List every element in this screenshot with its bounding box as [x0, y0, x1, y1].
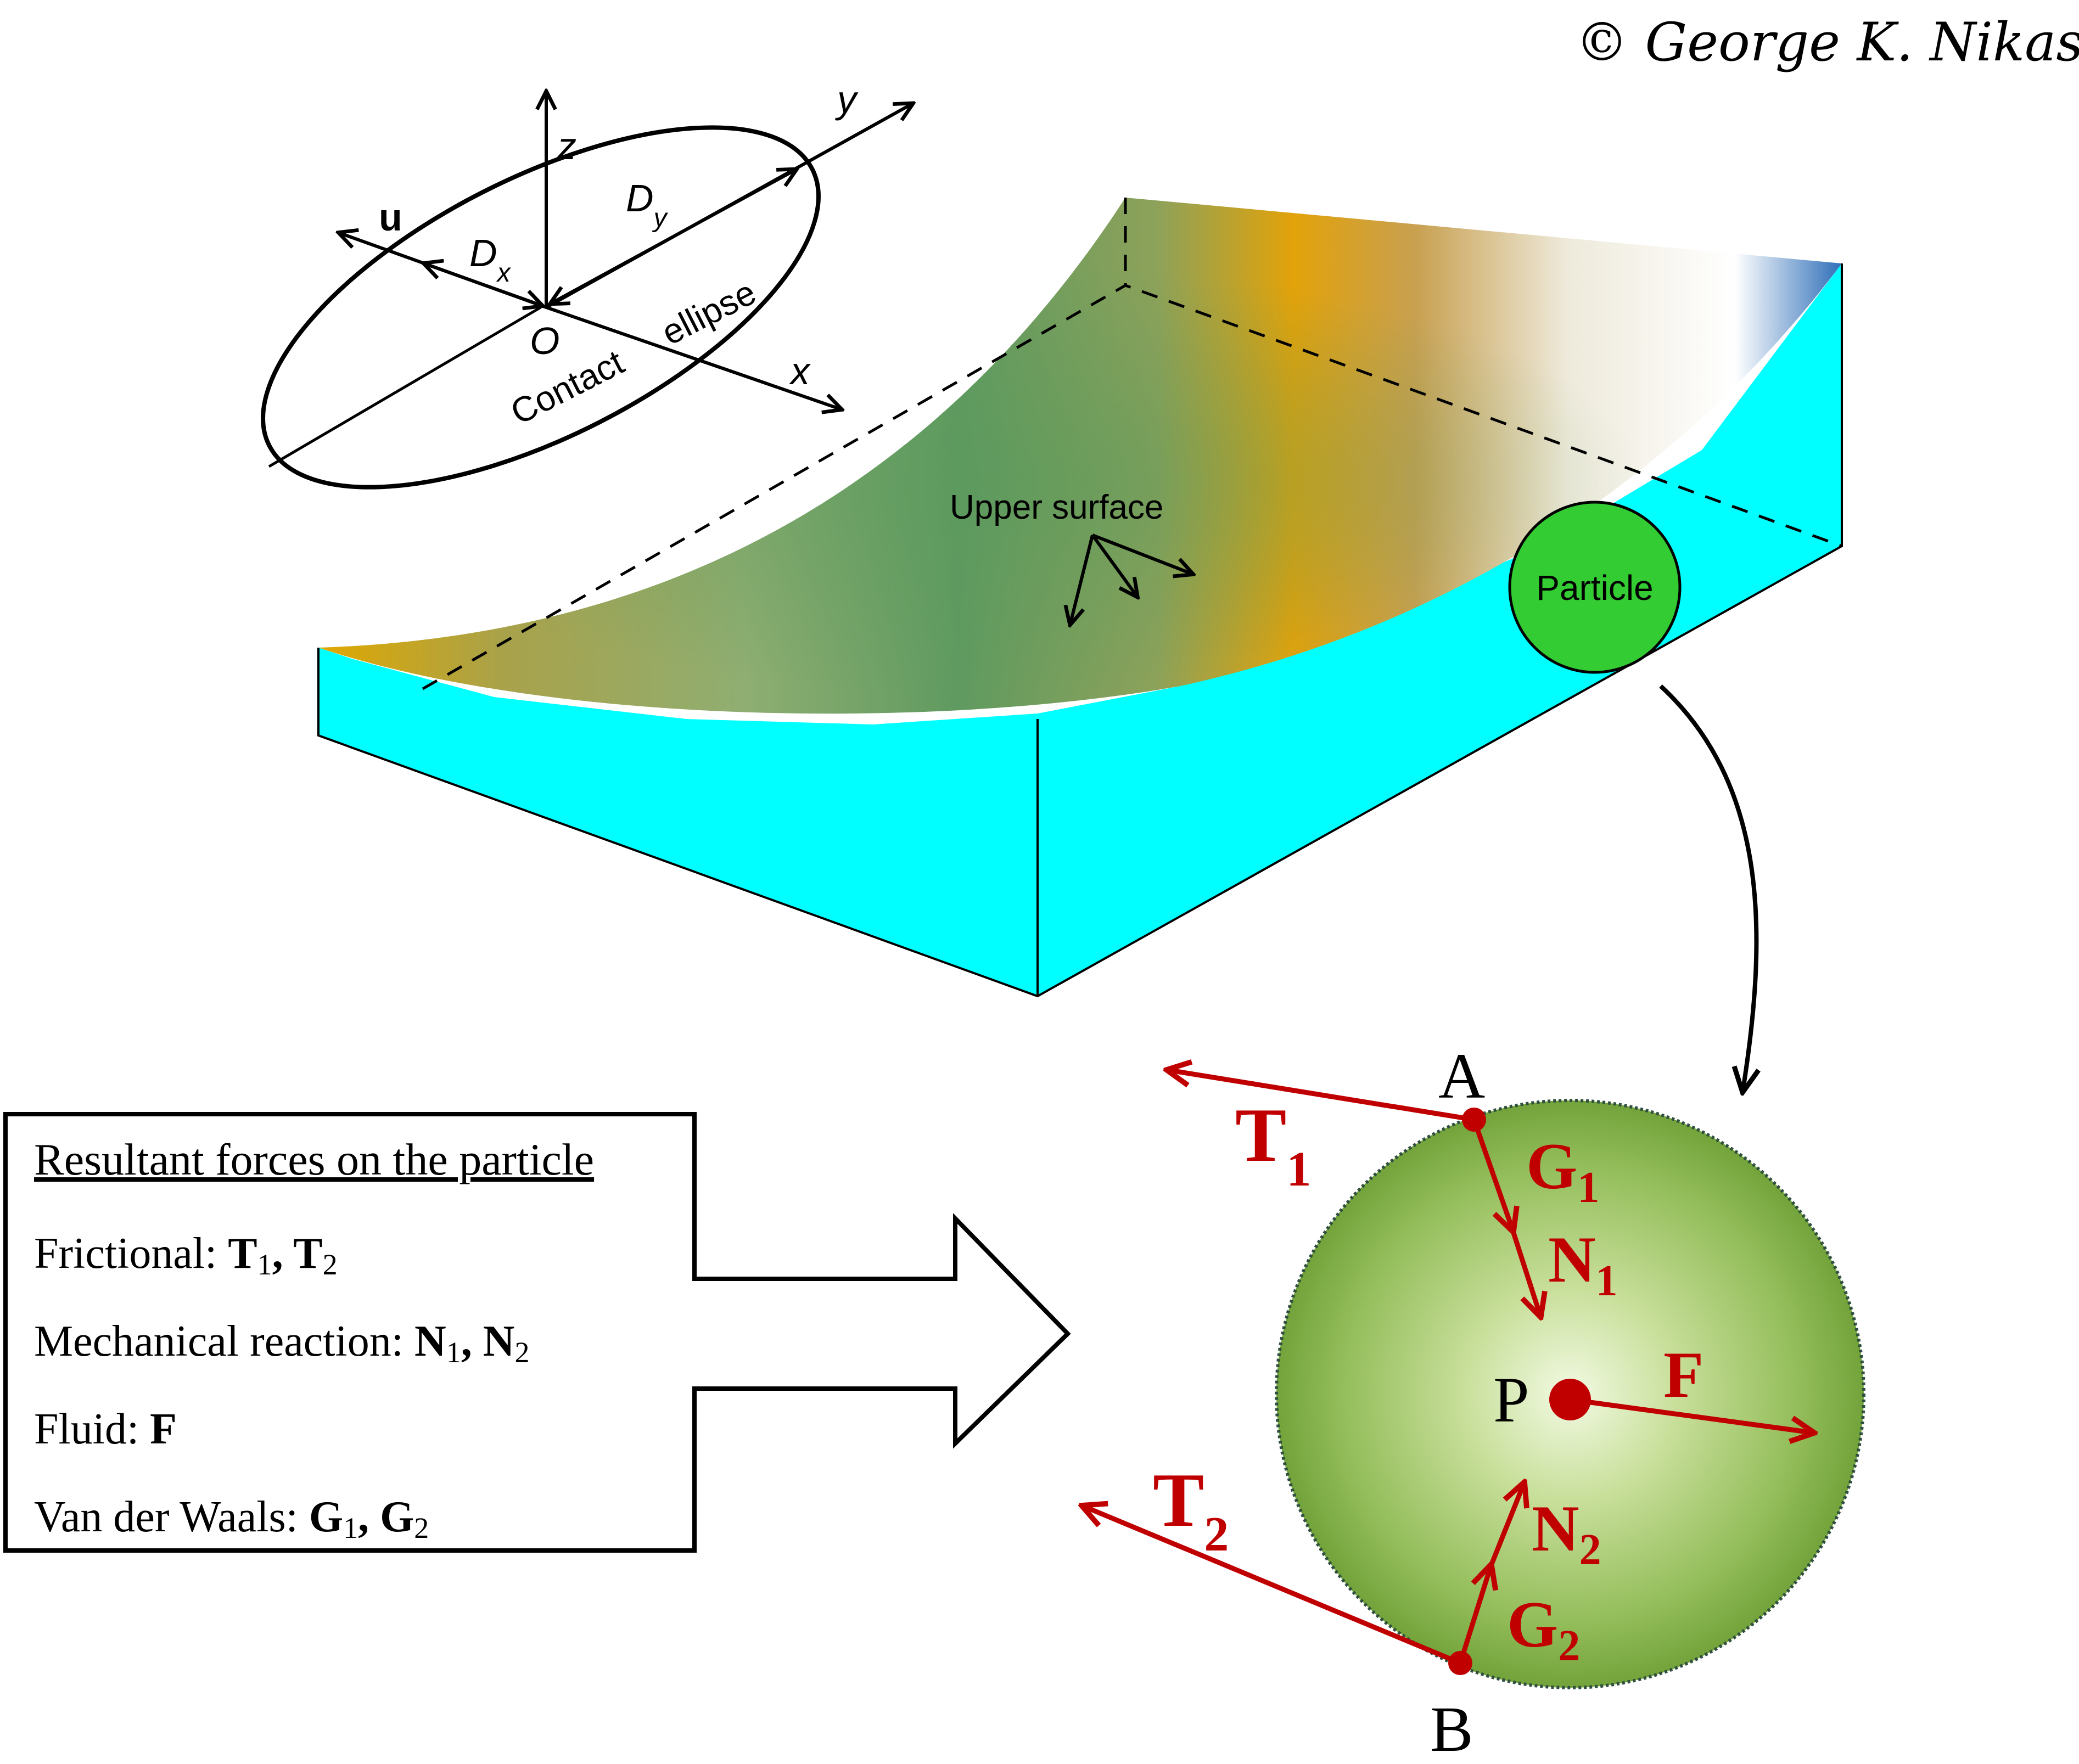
legend-vdw-label: Van der Waals:	[34, 1493, 309, 1541]
upper-surface-arrow-1	[1071, 535, 1094, 623]
legend-row-frictional: Frictional: T1, T2	[34, 1229, 338, 1281]
block-front-face	[1038, 263, 1842, 996]
dx-label-sub: x	[496, 259, 512, 288]
contact-ellipse	[261, 125, 821, 490]
legend-frictional-a-sub: 1	[257, 1248, 272, 1281]
g2-label-main: G	[1507, 1588, 1558, 1661]
g2-vector	[1458, 1567, 1490, 1664]
n2-vector	[1488, 1485, 1523, 1568]
legend-vdw-a-sub: 1	[343, 1512, 358, 1544]
ellipse-label-contact: Contact	[505, 342, 630, 432]
upper-surface-label: Upper surface	[950, 488, 1163, 526]
dx-dimension	[425, 264, 541, 305]
x-axis-label: x	[789, 350, 811, 392]
legend-title: Resultant forces on the particle	[34, 1134, 594, 1184]
point-p-label: P	[1493, 1364, 1529, 1436]
t1-label-sub: 1	[1286, 1142, 1311, 1196]
dy-label-sub: y	[652, 204, 669, 233]
g1-label-main: G	[1526, 1130, 1577, 1203]
legend-row-vdw: Van der Waals: G1, G2	[34, 1493, 429, 1544]
legend-frictional-b: T	[293, 1229, 322, 1278]
point-p-dot	[1549, 1379, 1591, 1420]
z-axis-label: z	[557, 125, 576, 167]
dy-label-main: D	[626, 177, 654, 220]
point-b-label: B	[1430, 1693, 1473, 1764]
point-b-dot	[1448, 1651, 1472, 1675]
dx-label: Dx	[469, 232, 512, 288]
legend-mechanical-sep: ,	[461, 1317, 483, 1366]
legend-mechanical-a-sub: 1	[446, 1336, 461, 1369]
particle-circle	[1508, 501, 1682, 674]
g1-label: G1	[1526, 1130, 1599, 1212]
legend-vdw-b-sub: 2	[414, 1512, 429, 1544]
upper-surface-shade	[318, 198, 1842, 714]
legend-frictional-b-sub: 2	[323, 1248, 338, 1281]
legend-box	[3, 1112, 1071, 1553]
ellipse-major-axis	[268, 306, 542, 468]
block-left-face	[318, 648, 1038, 996]
legend-vdw-sep: ,	[358, 1493, 380, 1541]
upper-surface-arrow-2	[1091, 534, 1136, 596]
g1-label-sub: 1	[1577, 1164, 1599, 1212]
f-vector	[1570, 1397, 1812, 1432]
n2-label: N2	[1532, 1492, 1601, 1574]
ellipse-label-ellipse: ellipse	[655, 272, 762, 353]
n1-vector	[1510, 1228, 1540, 1314]
t2-label-sub: 2	[1204, 1507, 1229, 1561]
t2-label-main: T	[1153, 1458, 1204, 1543]
n1-label-sub: 1	[1596, 1257, 1618, 1305]
t1-label-main: T	[1235, 1093, 1286, 1178]
legend-frictional-a: T	[228, 1229, 257, 1278]
t1-vector	[1169, 1070, 1475, 1122]
t1-label: T1	[1235, 1093, 1311, 1196]
g2-label: G2	[1507, 1588, 1580, 1670]
legend-mechanical-a: N	[414, 1317, 446, 1366]
legend-row-fluid: Fluid: F	[34, 1405, 177, 1453]
n1-label-main: N	[1548, 1223, 1596, 1296]
particle-label: Particle	[1536, 568, 1653, 608]
legend-mechanical-b-sub: 2	[515, 1336, 530, 1369]
copyright-label: © George K. Nikas	[1576, 12, 2079, 73]
dx-label-main: D	[469, 232, 497, 274]
legend-vdw-b: G	[380, 1493, 414, 1541]
x-axis	[546, 306, 840, 409]
origin-label: O	[530, 319, 559, 362]
t2-label: T2	[1153, 1458, 1229, 1561]
dy-dimension	[552, 170, 795, 303]
f-label: F	[1663, 1338, 1703, 1411]
legend-vdw-a: G	[309, 1493, 343, 1541]
t2-vector	[1084, 1507, 1461, 1666]
point-a-dot	[1462, 1108, 1486, 1132]
zoom-arrow	[1659, 684, 1756, 1089]
legend-arrow-outline	[3, 1112, 1071, 1553]
g1-vector	[1471, 1119, 1512, 1229]
point-a-label: A	[1438, 1040, 1485, 1112]
g2-label-sub: 2	[1558, 1622, 1580, 1670]
legend-row-mechanical: Mechanical reaction: N1, N2	[34, 1317, 530, 1369]
dy-label: Dy	[626, 177, 669, 233]
legend-fluid-label: Fluid:	[34, 1405, 150, 1453]
legend-fluid-a: F	[150, 1405, 177, 1453]
legend-mechanical-label: Mechanical reaction:	[34, 1317, 414, 1366]
fluid-block	[317, 198, 1843, 998]
y-axis-label: y	[835, 78, 859, 121]
force-vectors	[1084, 1070, 1812, 1666]
n1-label: N1	[1548, 1223, 1618, 1305]
legend-frictional-label: Frictional:	[34, 1229, 228, 1278]
n2-label-main: N	[1532, 1492, 1579, 1565]
legend-mechanical-b: N	[483, 1317, 515, 1366]
upper-surface-arrow-3	[1091, 533, 1191, 574]
n2-label-sub: 2	[1579, 1526, 1601, 1574]
legend-frictional-sep: ,	[272, 1229, 294, 1278]
contact-ellipse-group	[261, 54, 911, 490]
upper-surface-arrows	[1071, 533, 1191, 623]
u-vector-label: u	[379, 196, 402, 239]
